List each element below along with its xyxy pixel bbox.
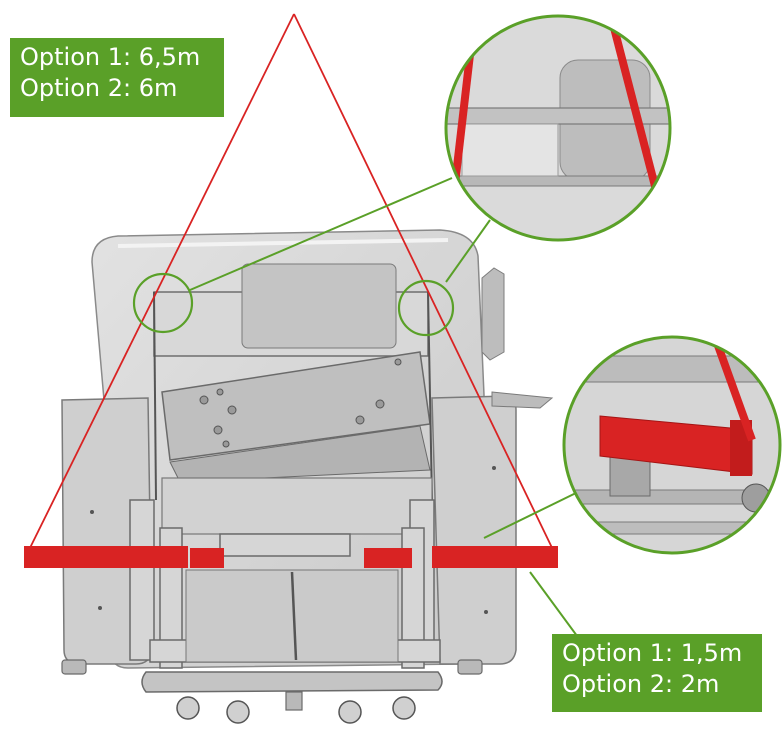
spreader-bar-center-right	[364, 548, 412, 568]
lifting-slings	[25, 13, 557, 557]
spreader-option-1: Option 1: 1,5m	[562, 639, 743, 667]
spreader-bar-left	[24, 546, 188, 568]
lower-carriage	[169, 425, 431, 483]
spreader-bar	[24, 546, 558, 568]
spreader-bar-length-label: Option 1: 1,5m Option 2: 2m	[552, 634, 762, 712]
zoom-ring-spreader	[562, 335, 782, 555]
zoom-ring-top	[444, 14, 672, 242]
upper-panel	[241, 263, 397, 349]
machine-top-edge	[117, 238, 449, 248]
spreader-bar-center-left	[190, 548, 224, 568]
output-tray	[491, 391, 554, 409]
right-hook-marker	[397, 279, 455, 337]
left-sling	[25, 13, 295, 557]
sling-length-label: Option 1: 6,5m Option 2: 6m	[10, 38, 224, 117]
sling-option-2: Option 2: 6m	[20, 74, 178, 102]
callout-leader-lines	[189, 177, 581, 641]
left-hook-marker	[132, 272, 194, 334]
printer-machine	[61, 229, 554, 724]
panel-screws	[90, 466, 496, 614]
cabinet-divider	[290, 571, 298, 661]
lower-roll-cover	[161, 477, 433, 535]
right-sling	[293, 13, 557, 557]
right-rail	[427, 291, 433, 501]
sling-option-1: Option 1: 6,5m	[20, 43, 201, 71]
right-side-cover	[431, 395, 517, 665]
feet	[61, 659, 483, 711]
base-rail	[141, 671, 443, 693]
zoom-detail-spreader	[562, 335, 782, 555]
zoom-detail-top	[444, 14, 672, 242]
callout-markers	[132, 272, 455, 337]
spreader-option-2: Option 2: 2m	[562, 670, 720, 698]
left-rail	[153, 291, 157, 501]
spreader-bar-right	[432, 546, 558, 568]
carriage-bolts	[199, 358, 402, 448]
side-control-panel	[481, 267, 505, 361]
casters	[176, 696, 416, 724]
